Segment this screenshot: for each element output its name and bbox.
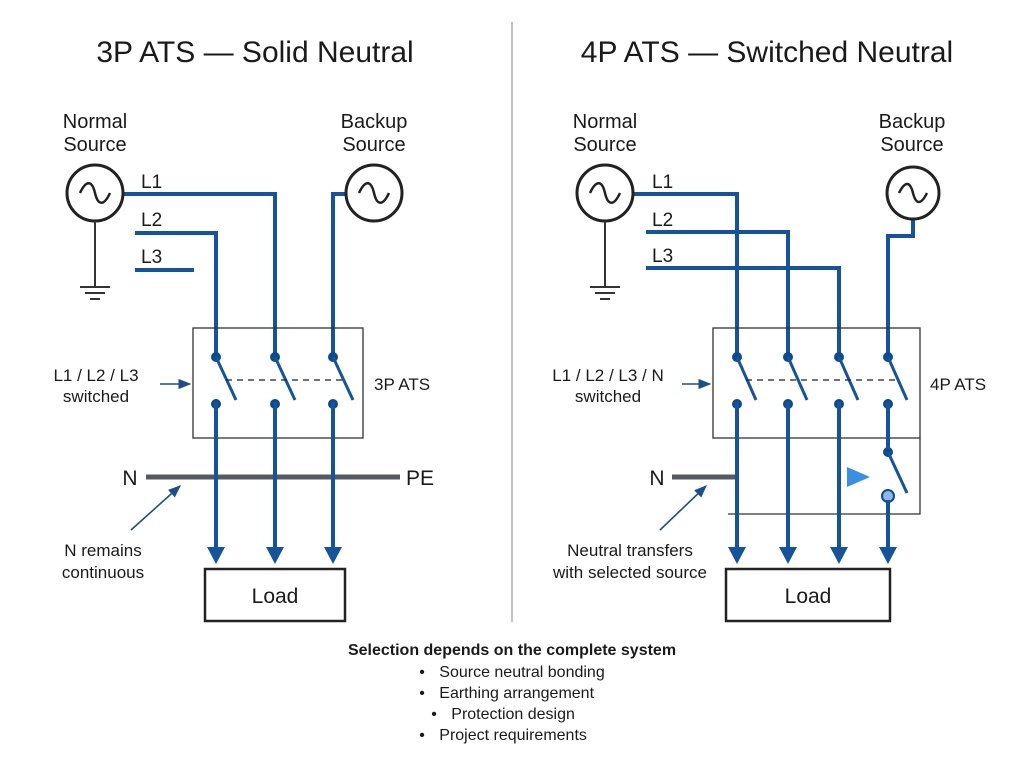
right-phase-l2: L2 xyxy=(652,210,673,231)
left-ats-box xyxy=(192,327,364,439)
arrow-icon xyxy=(847,467,870,487)
left-wire-l1 xyxy=(122,192,277,359)
left-phase-l3: L3 xyxy=(141,247,162,268)
list-item: Project requirements xyxy=(419,725,604,746)
right-neutral-note-1: Neutral transfers xyxy=(567,541,693,560)
footer-list: Source neutral bonding Earthing arrangem… xyxy=(419,662,604,746)
left-phase-l2: L2 xyxy=(141,210,162,231)
right-title: 4P ATS — Switched Neutral xyxy=(581,36,953,69)
ground-icon xyxy=(590,221,620,300)
arrow-icon xyxy=(659,485,707,531)
ac-source-icon xyxy=(65,163,125,223)
right-switched-label-1: L1 / L2 / L3 / N xyxy=(552,366,664,385)
right-wire-l1 xyxy=(632,192,739,359)
left-neutral-note-2: continuous xyxy=(62,563,144,582)
right-wire-l2 xyxy=(646,230,790,359)
left-backup-source-label-2: Source xyxy=(342,134,405,156)
right-ats-poles xyxy=(732,352,909,409)
right-ats-box xyxy=(712,327,921,439)
right-load-box xyxy=(724,567,892,623)
right-neutral-pole xyxy=(881,447,909,503)
left-backup-source-label-1: Backup xyxy=(341,111,408,133)
left-phase-l1: L1 xyxy=(141,172,162,193)
left-normal-source-label-1: Normal xyxy=(63,111,127,133)
list-item: Protection design xyxy=(419,704,604,725)
list-item: Source neutral bonding xyxy=(419,662,604,683)
right-backup-source-label-2: Source xyxy=(880,134,943,156)
selection-footer: Selection depends on the complete system… xyxy=(0,642,1024,746)
ac-source-icon xyxy=(344,163,404,223)
right-load-label: Load xyxy=(785,585,832,608)
right-backup-source-label-1: Backup xyxy=(879,111,946,133)
left-wire-l2 xyxy=(135,231,218,359)
left-neutral-note-1: N remains xyxy=(64,541,141,560)
left-ats-poles xyxy=(211,352,355,409)
ac-source-icon xyxy=(575,163,635,223)
right-load-feeds xyxy=(728,402,897,564)
left-switched-label-1: L1 / L2 / L3 xyxy=(53,366,138,385)
left-ats-label: 3P ATS xyxy=(374,375,430,394)
ac-source-icon xyxy=(885,165,941,221)
left-switched-label-2: switched xyxy=(63,387,129,406)
left-load-box xyxy=(203,567,347,623)
right-ats-label: 4P ATS xyxy=(930,375,986,394)
right-wire-backup xyxy=(886,219,915,359)
right-switched-label-2: switched xyxy=(575,387,641,406)
left-panel: 3P ATS — Solid Neutral Normal Source Bac… xyxy=(53,36,434,623)
left-load-feeds xyxy=(207,402,342,564)
left-load-label: Load xyxy=(252,585,299,608)
right-neutral-note-2: with selected source xyxy=(552,563,707,582)
right-phase-l1: L1 xyxy=(652,172,673,193)
left-wire-backup xyxy=(331,192,347,359)
right-ats-neutral-extension xyxy=(728,438,921,515)
ground-icon xyxy=(80,221,110,300)
right-panel: 4P ATS — Switched Neutral Normal Source … xyxy=(552,36,986,623)
right-n-label: N xyxy=(649,467,664,490)
left-n-label: N xyxy=(122,467,137,490)
arrow-icon xyxy=(130,485,181,531)
right-normal-source-label-2: Source xyxy=(573,134,636,156)
left-normal-source-label-2: Source xyxy=(63,134,126,156)
footer-heading: Selection depends on the complete system xyxy=(347,642,677,659)
right-normal-source-label-1: Normal xyxy=(573,111,637,133)
right-wire-l3 xyxy=(646,266,841,359)
left-title: 3P ATS — Solid Neutral xyxy=(96,36,413,69)
left-pe-label: PE xyxy=(406,467,434,490)
list-item: Earthing arrangement xyxy=(419,683,604,704)
right-phase-l3: L3 xyxy=(652,246,673,267)
